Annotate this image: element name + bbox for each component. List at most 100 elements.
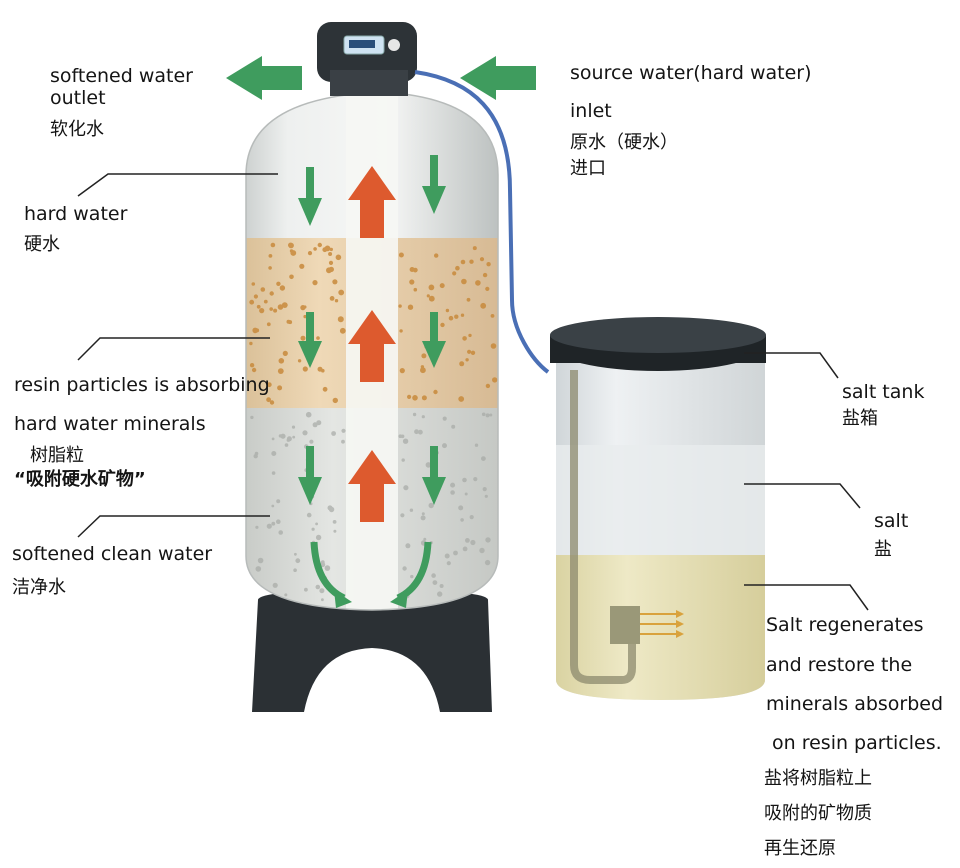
particle [450,490,455,495]
down-arrow-icon [422,312,446,368]
particle [462,336,467,341]
particle [289,274,294,280]
particle [277,304,284,310]
particle [470,350,476,355]
particle [465,538,470,543]
particle [428,502,434,509]
particle [256,304,261,309]
particle [468,333,472,338]
particle [333,529,337,533]
particle [486,262,491,267]
particle [268,254,273,258]
particle [332,520,337,524]
particle [409,508,414,512]
regen-label-en-3: minerals absorbed [766,693,944,715]
up-arrow-icon [348,166,396,238]
particle [321,368,325,373]
particle [266,322,271,327]
particle [289,249,294,253]
particle [328,506,335,513]
up-arrow-icon [348,450,396,522]
particle [437,591,443,597]
particle [276,499,281,504]
particle [489,582,493,586]
particle [300,335,306,341]
particle [278,358,285,364]
particle [316,420,322,426]
particle [322,386,328,392]
particle [276,519,281,524]
particle [269,307,274,311]
salt-tank-label-en: salt tank [842,381,925,403]
particle [474,443,479,447]
particle [412,395,418,401]
down-arrow-icon [422,446,446,505]
particle [426,294,430,298]
particle [445,308,450,313]
leader-lines [77,173,869,611]
particle [475,280,481,286]
particle [335,254,342,261]
particle [282,350,288,356]
inlet-label-cn-2: 进口 [570,158,606,179]
inlet-hose [414,70,550,374]
particle [324,565,331,571]
particle [324,245,331,252]
particle [292,435,296,439]
particle [482,272,488,278]
particle [423,537,427,541]
particle [326,267,332,274]
particle [439,283,445,289]
particle [257,557,264,564]
particle [465,358,469,362]
particle [263,299,268,304]
regen-label-cn-2: 吸附的矿物质 [764,803,872,824]
particle [328,260,334,265]
particle [439,584,444,588]
particle [420,365,425,369]
particle [469,259,474,264]
particle [309,439,314,444]
particle [295,558,301,564]
particle [315,584,321,590]
particle [409,267,415,272]
particle [321,598,324,602]
particle [272,582,278,588]
particle [414,429,419,435]
particle [460,313,465,317]
down-arrow-icon [422,155,446,214]
particle [266,523,272,529]
salt-tank-label-cn: 盐箱 [842,408,878,429]
particle [458,505,464,511]
particle [450,482,456,488]
particle [271,451,277,456]
particle [286,319,291,324]
particle [250,415,254,420]
particle [485,537,491,543]
resin-label-cn-2: “吸附硬水矿物” [14,469,146,490]
particle [479,257,485,262]
regen-label-cn-1: 盐将树脂粒上 [764,768,872,789]
down-arrow-icon [298,312,322,368]
particle [294,552,297,556]
particle [249,299,255,305]
particle [462,477,467,483]
particle [278,530,284,535]
particle [444,553,450,559]
softened-water-label-en: softened clean water [12,543,213,565]
particle [467,349,472,354]
particle [271,437,275,441]
particle [425,462,432,468]
particle [407,304,414,310]
up-flow-arrows [348,166,396,522]
particle [482,487,487,492]
particle [284,443,289,447]
hard-water-label-en: hard water [24,203,128,225]
particle [251,282,256,286]
particle [480,302,487,309]
salt-zone [556,445,765,555]
particle [420,367,426,374]
particle [279,285,286,291]
particle [293,568,297,572]
inlet-label-en: inlet [570,100,612,122]
